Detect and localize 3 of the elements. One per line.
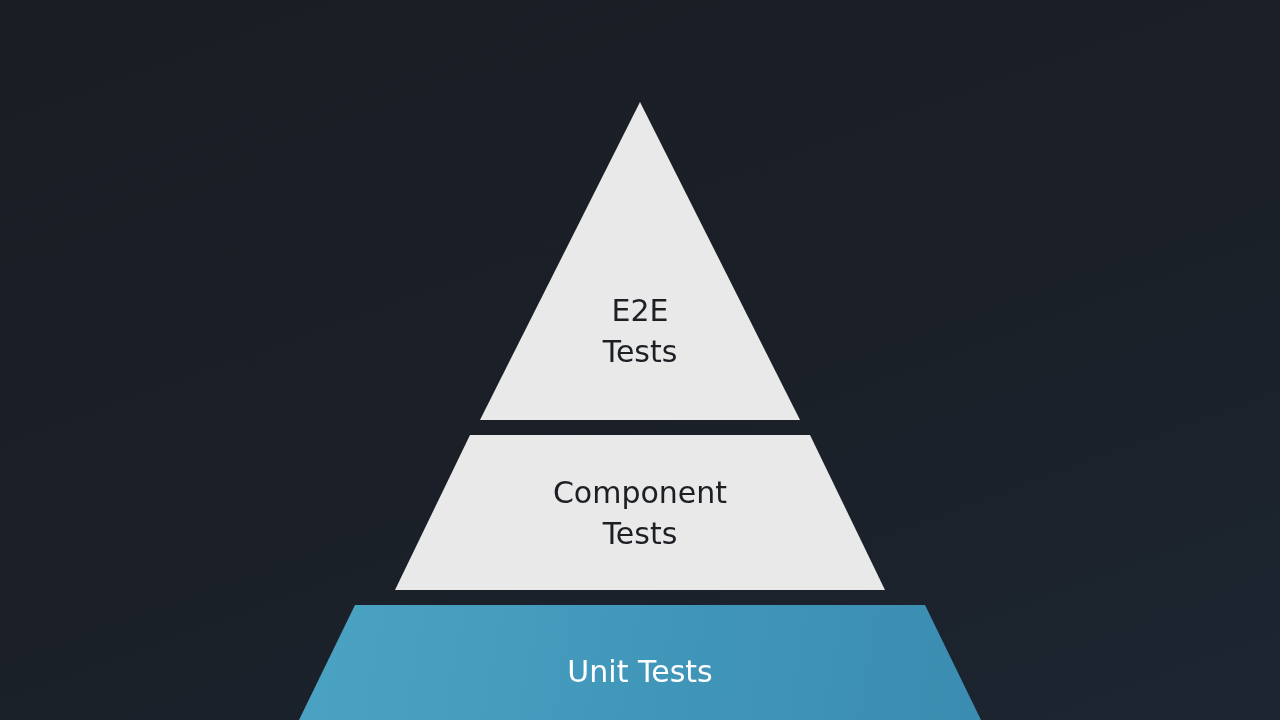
tier-label: E2E Tests: [602, 292, 678, 371]
tier-label: Unit Tests: [567, 652, 713, 691]
tier-label: Component Tests: [552, 474, 728, 553]
